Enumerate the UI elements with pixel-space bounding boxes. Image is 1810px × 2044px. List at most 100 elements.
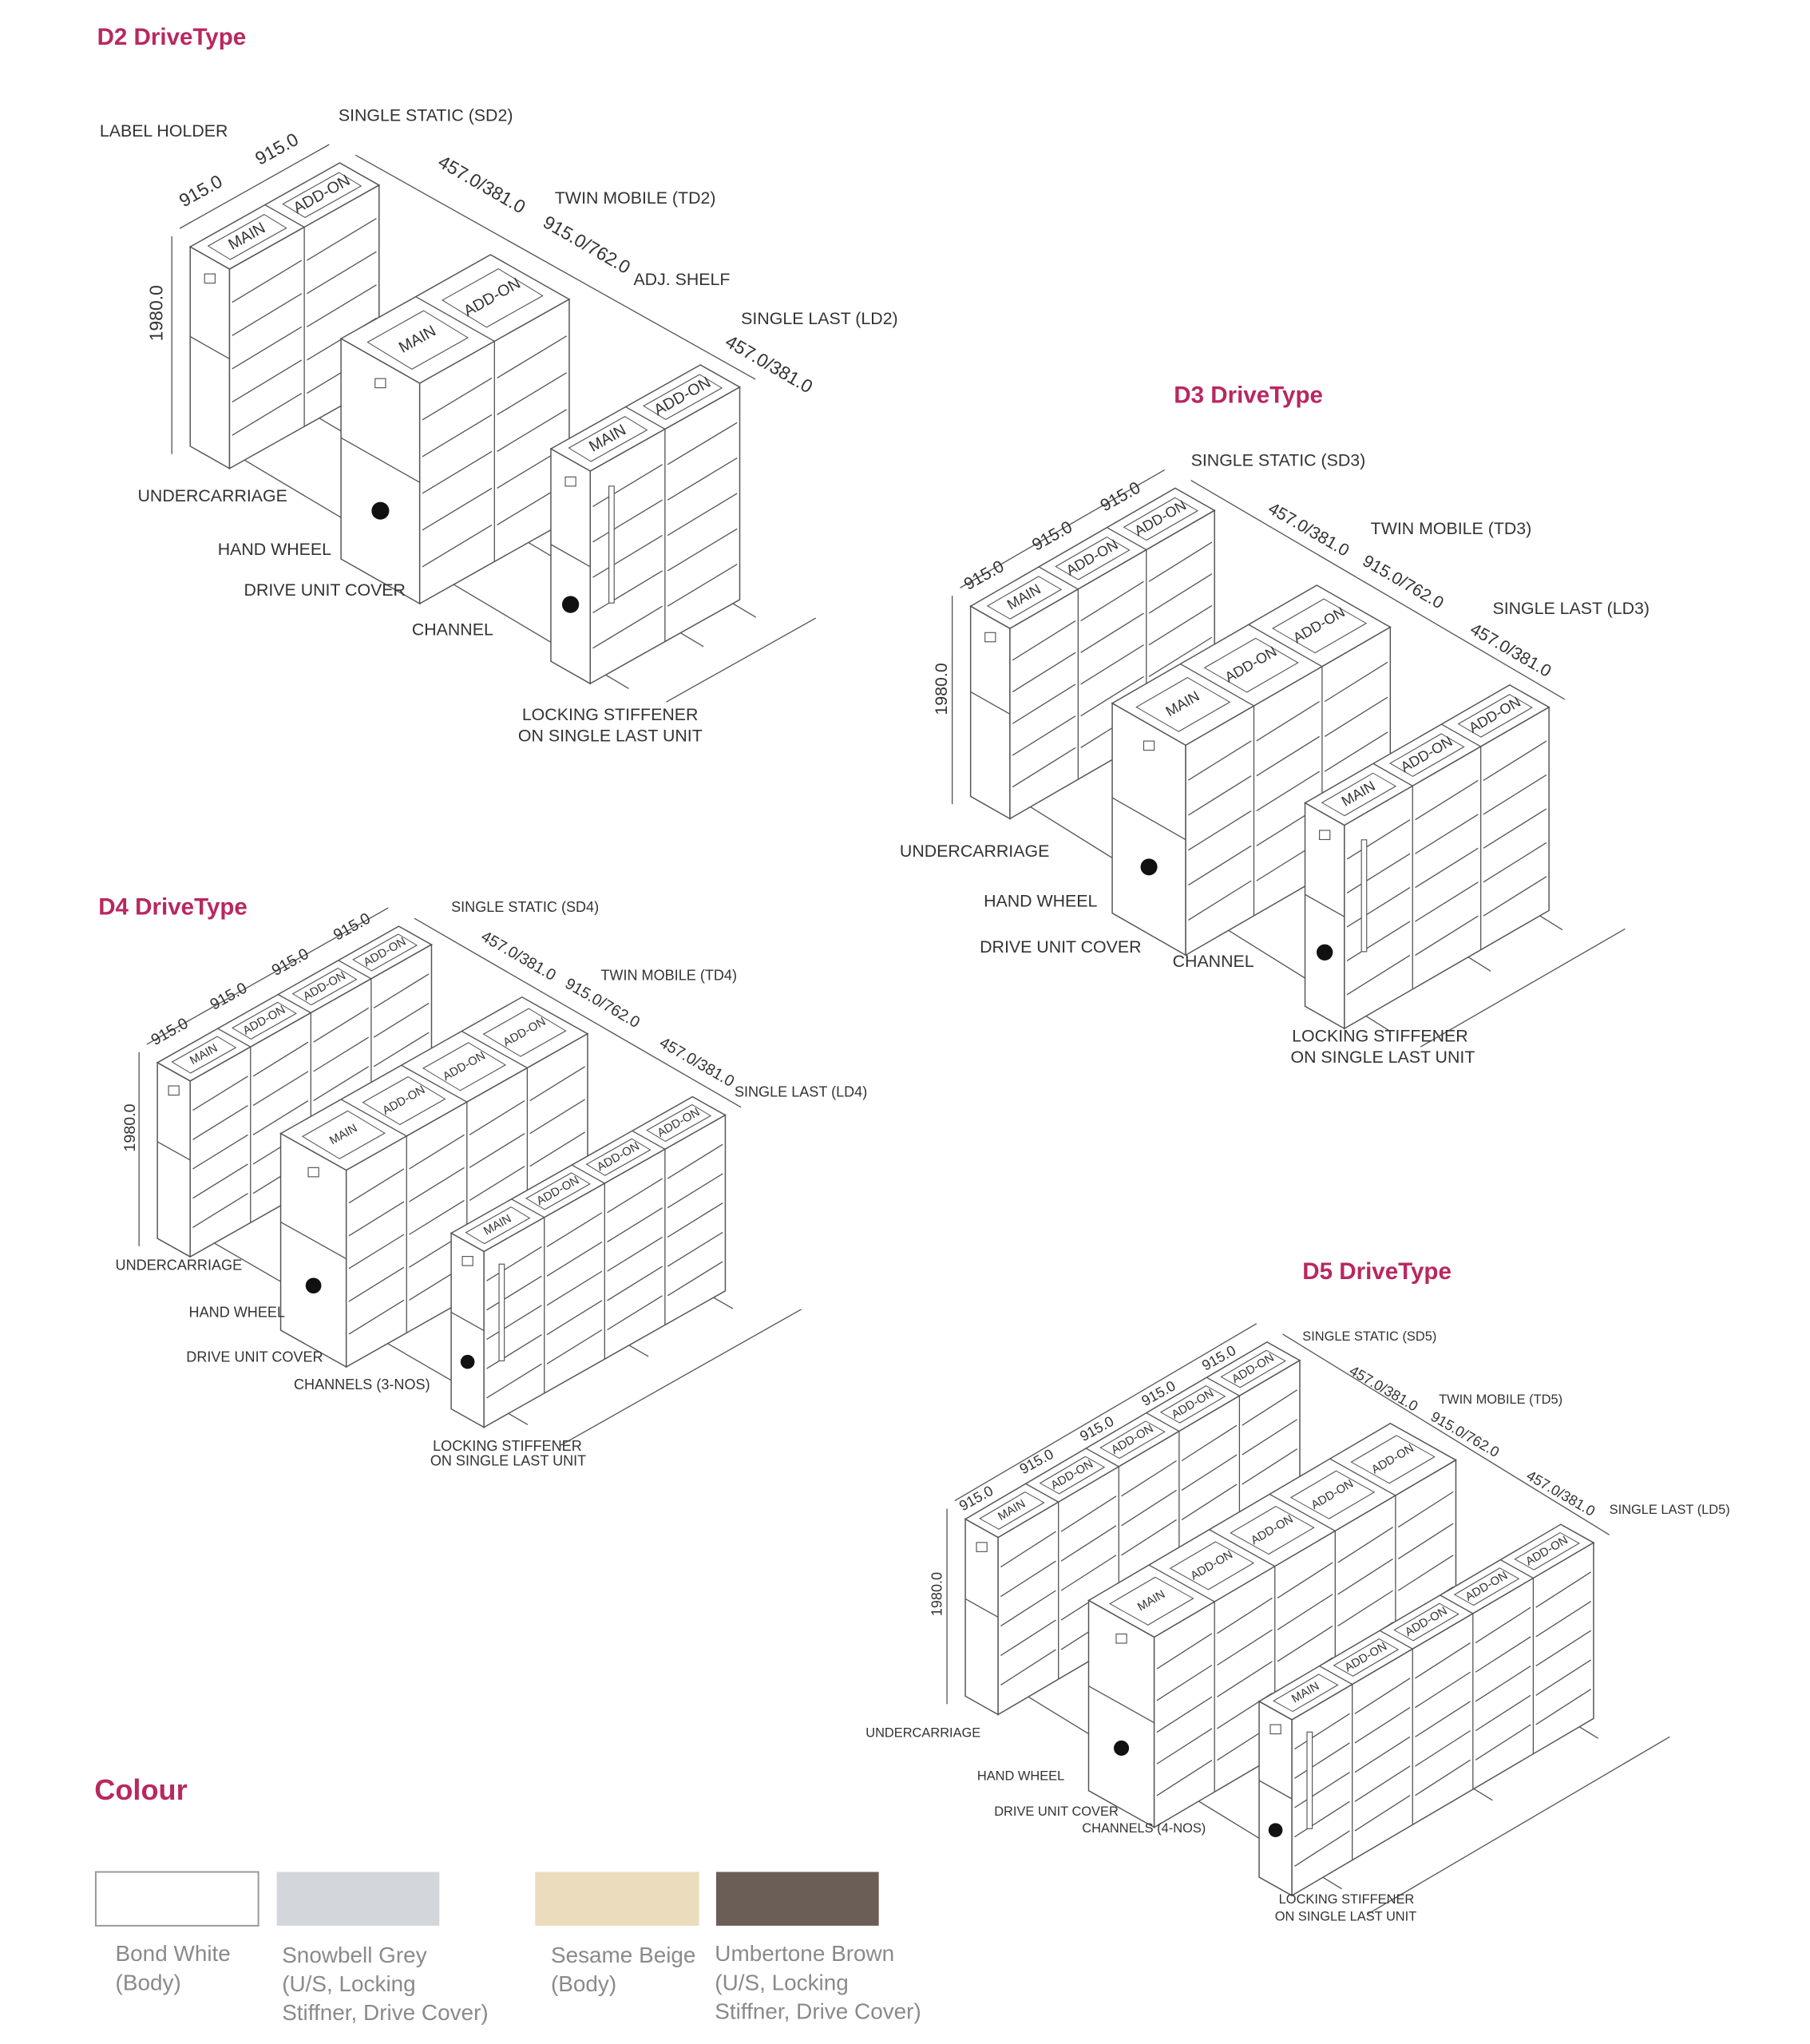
shelf: [1121, 1519, 1177, 1556]
callout-label: SINGLE STATIC (SD4): [451, 899, 599, 915]
bay-divider: [1499, 1559, 1534, 1579]
shelf: [1354, 1765, 1411, 1802]
dimension-label: 457.0/381.0: [1524, 1468, 1598, 1519]
shelf: [313, 1066, 369, 1102]
drive-unit-cover-edge: [450, 1311, 485, 1332]
shelf: [1415, 1701, 1471, 1737]
label-holder-icon: [374, 378, 386, 389]
label-holder-icon: [307, 1167, 319, 1178]
label-plate: [1220, 1349, 1286, 1388]
label-plate: [1350, 1435, 1436, 1484]
shelf: [1181, 1454, 1238, 1491]
shelf: [1475, 1724, 1531, 1761]
label-plate: [1389, 733, 1465, 777]
shelf: [348, 1168, 405, 1204]
drive-unit-cover-edge: [970, 691, 1011, 715]
shelf: [1415, 1730, 1471, 1767]
label-plate: [643, 374, 723, 421]
shelf: [1483, 842, 1547, 883]
diagram-d4: MAINADD-ONADD-ONADD-ONMAINADD-ONADD-ONAD…: [138, 907, 802, 1447]
dimension-label: 915.0: [960, 557, 1007, 594]
shelf: [192, 1134, 248, 1170]
callout-label: ON SINGLE LAST UNIT: [430, 1452, 586, 1468]
dimension-label: 915.0/762.0: [1360, 551, 1448, 612]
callout-label: HAND WHEEL: [984, 891, 1097, 910]
bay-divider: [277, 993, 311, 1014]
dimension-label: 915.0: [208, 979, 251, 1013]
label-plate: [465, 1206, 531, 1245]
label-holder-icon: [204, 273, 216, 284]
depth-dimension-line: [414, 917, 742, 1108]
shelf: [1000, 1619, 1056, 1657]
shelf: [1324, 731, 1388, 772]
label-holder-icon: [168, 1085, 180, 1096]
callout-label: CHANNELS (4-NOS): [1082, 1821, 1206, 1836]
dimension-label: 1980.0: [146, 285, 167, 341]
bay-divider: [632, 1130, 666, 1150]
bay-divider: [1085, 1448, 1119, 1468]
bay-divider: [1319, 1666, 1353, 1686]
swatch-label: Sesame Beige: [551, 1943, 696, 1967]
dimension-label: 457.0/381.0: [1347, 1362, 1421, 1414]
shelf: [1148, 636, 1213, 677]
shelf: [546, 1300, 603, 1336]
dimension-label: 915.0: [149, 1015, 192, 1049]
shelf: [607, 1295, 663, 1331]
shelf: [1415, 1671, 1471, 1709]
bay-divider: [415, 295, 495, 342]
label-plate: [1109, 1576, 1194, 1626]
shelf: [607, 1207, 663, 1242]
colour-title: Colour: [94, 1773, 187, 1806]
drive-unit-cover-edge: [156, 1141, 191, 1161]
bay-divider: [1107, 527, 1147, 551]
bay-divider: [1441, 723, 1481, 747]
callout-label: DRIVE UNIT COVER: [994, 1804, 1119, 1819]
bay-divider: [625, 406, 666, 430]
shelf: [546, 1241, 603, 1277]
shelf: [1187, 775, 1252, 816]
shelf: [667, 564, 738, 607]
label-plate: [291, 968, 358, 1006]
shelf: [667, 1202, 723, 1238]
callout-label: ON SINGLE LAST UNIT: [1290, 1048, 1475, 1067]
shelf: [307, 217, 377, 261]
shelf: [1277, 1594, 1333, 1630]
callout-label: DRIVE UNIT COVER: [244, 580, 406, 600]
swatch-label: (U/S, Locking: [715, 1970, 849, 1994]
swatch-label: (Body): [116, 1970, 181, 1994]
shelf: [1012, 715, 1076, 756]
label-plate: [482, 1008, 567, 1057]
shelf: [1354, 1707, 1411, 1744]
shelf: [1294, 1772, 1350, 1808]
label-plate: [441, 267, 544, 328]
shelf: [1187, 810, 1252, 851]
shelf: [1156, 1728, 1213, 1765]
diagram-d5: MAINADD-ONADD-ONADD-ONADD-ONMAINADD-ONAD…: [946, 1323, 1670, 1915]
shelf: [667, 1143, 723, 1179]
shelf: [1242, 1419, 1298, 1456]
shelf: [1012, 747, 1076, 788]
shelf: [1217, 1597, 1273, 1634]
label-plate: [1169, 1541, 1255, 1590]
shelf: [1121, 1460, 1177, 1497]
shelf: [1397, 1491, 1454, 1528]
shelf: [529, 1066, 586, 1102]
shelf: [1294, 1800, 1350, 1838]
bay-divider: [1146, 1412, 1180, 1432]
drive-unit-cover-edge: [340, 437, 421, 483]
diagram-title: D5 DriveType: [1302, 1258, 1452, 1285]
dimension-label: 915.0/762.0: [540, 212, 634, 278]
shelf: [1535, 1630, 1592, 1667]
shelf: [1483, 774, 1547, 815]
shelf: [667, 458, 738, 501]
dimension-label: 1980.0: [932, 663, 951, 715]
callout-label: UNDERCARRIAGE: [865, 1725, 980, 1740]
callout-label: UNDERCARRIAGE: [900, 842, 1049, 861]
depth-dimension-line: [354, 154, 756, 380]
label-holder-icon: [1115, 1633, 1127, 1644]
shelf: [1354, 1795, 1411, 1832]
shelf: [1080, 580, 1144, 622]
label-plate: [301, 1110, 386, 1159]
shelf: [1277, 1562, 1333, 1598]
hand-wheel-icon: [561, 596, 580, 613]
